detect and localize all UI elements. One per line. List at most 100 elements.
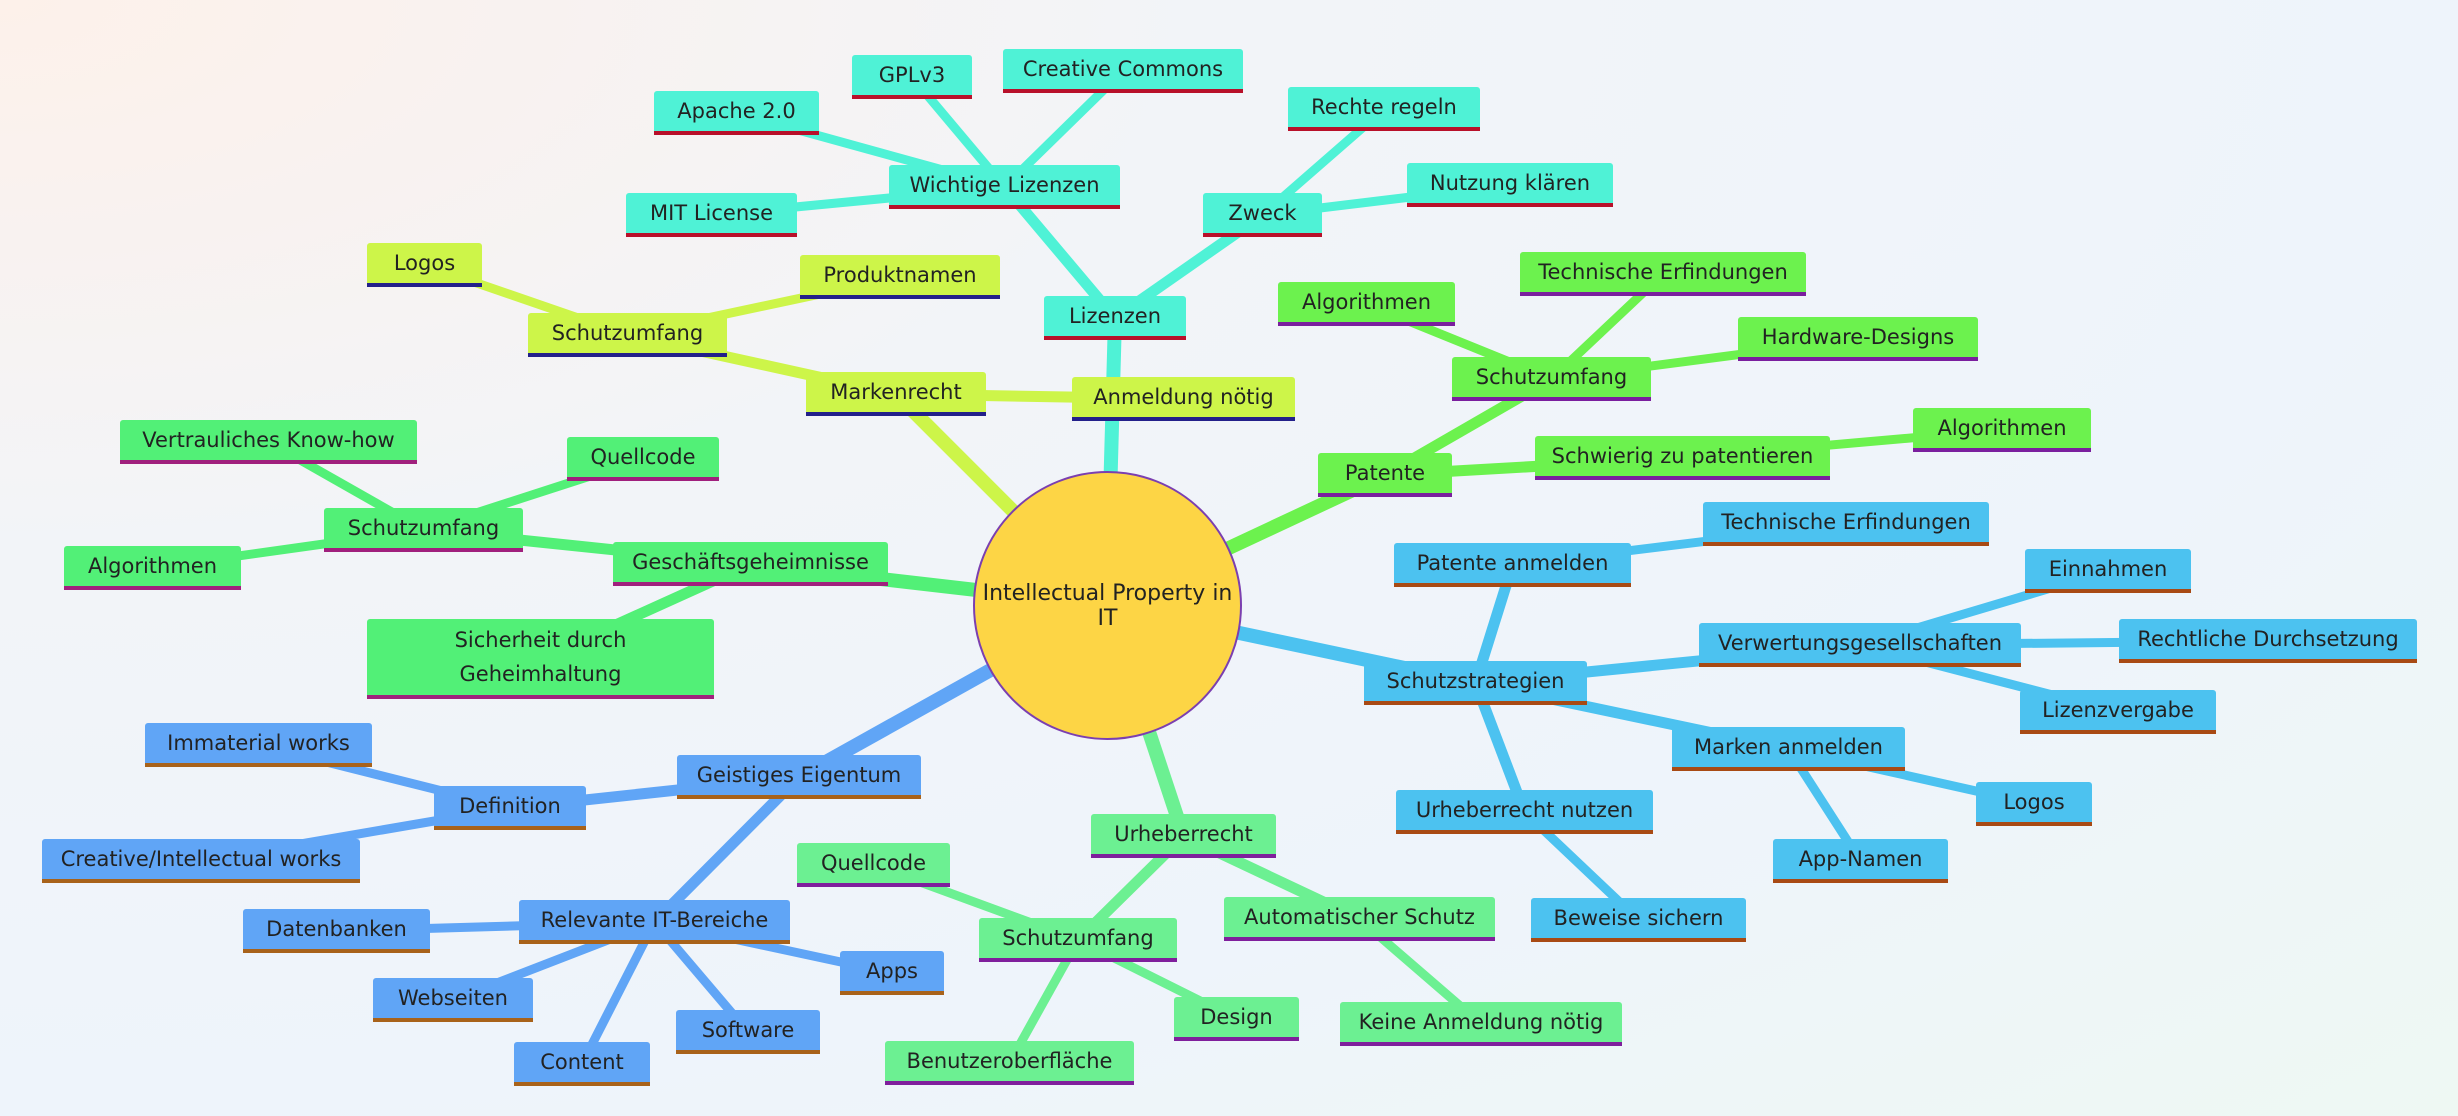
- node-label: Design: [1200, 1005, 1273, 1029]
- node-label: Creative/Intellectual works: [60, 847, 342, 871]
- node-design[interactable]: Design: [1174, 997, 1299, 1041]
- node-label: Algorithmen: [1301, 290, 1432, 314]
- node-label: Schutzumfang: [551, 321, 704, 345]
- node-algorithmen-gesch[interactable]: Algorithmen: [64, 546, 241, 590]
- node-lizenzvergabe[interactable]: Lizenzvergabe: [2020, 690, 2216, 734]
- node-patente-anmelden[interactable]: Patente anmelden: [1394, 543, 1631, 587]
- node-label: MIT License: [650, 201, 773, 225]
- node-nutzung-klaeren[interactable]: Nutzung klären: [1407, 163, 1613, 207]
- node-label: App-Namen: [1798, 847, 1923, 871]
- node-urh-schutzumfang[interactable]: Schutzumfang: [979, 918, 1177, 962]
- node-keine-anmeldung[interactable]: Keine Anmeldung nötig: [1340, 1002, 1622, 1046]
- node-app-namen[interactable]: App-Namen: [1773, 839, 1948, 883]
- node-label: Algorithmen: [87, 554, 218, 578]
- node-label: Marken anmelden: [1694, 735, 1883, 759]
- node-label: Immaterial works: [167, 731, 350, 755]
- node-logos-marken[interactable]: Logos: [367, 243, 482, 287]
- node-wichtige-lizenzen[interactable]: Wichtige Lizenzen: [889, 165, 1120, 209]
- node-patente[interactable]: Patente: [1318, 453, 1452, 497]
- node-lizenzen[interactable]: Lizenzen: [1044, 296, 1186, 340]
- node-geschaeftsgeheimnisse[interactable]: Geschäftsgeheimnisse: [613, 542, 888, 586]
- node-webseiten[interactable]: Webseiten: [373, 978, 533, 1022]
- node-creative-commons[interactable]: Creative Commons: [1003, 49, 1243, 93]
- node-quellcode-urh[interactable]: Quellcode: [797, 843, 950, 887]
- node-label: Geistiges Eigentum: [696, 763, 902, 787]
- node-label: Lizenzen: [1068, 304, 1162, 328]
- node-label: Urheberrecht: [1114, 822, 1253, 846]
- node-sicherheit[interactable]: Sicherheit durch Geheimhaltung: [367, 619, 714, 699]
- root-node[interactable]: Intellectual Property in IT: [973, 471, 1242, 740]
- node-apps[interactable]: Apps: [840, 951, 944, 995]
- node-label: Patente anmelden: [1416, 551, 1609, 575]
- node-rechte-regeln[interactable]: Rechte regeln: [1288, 87, 1480, 131]
- node-creative-intellectual[interactable]: Creative/Intellectual works: [42, 839, 360, 883]
- node-verwertung[interactable]: Verwertungsgesellschaften: [1699, 623, 2021, 667]
- node-immaterial[interactable]: Immaterial works: [145, 723, 372, 767]
- node-anmeldung-noetig[interactable]: Anmeldung nötig: [1072, 377, 1295, 421]
- node-algorithmen-patente[interactable]: Algorithmen: [1278, 282, 1455, 326]
- node-markenrecht[interactable]: Markenrecht: [806, 372, 986, 416]
- node-einnahmen[interactable]: Einnahmen: [2025, 549, 2191, 593]
- node-software[interactable]: Software: [676, 1010, 820, 1054]
- node-label: Technische Erfindungen: [1538, 260, 1788, 284]
- node-label: Wichtige Lizenzen: [909, 173, 1100, 197]
- node-geistiges-eigentum[interactable]: Geistiges Eigentum: [677, 755, 921, 799]
- node-label: Apache 2.0: [677, 99, 796, 123]
- node-patente-schutzumfang[interactable]: Schutzumfang: [1452, 357, 1651, 401]
- node-label: Einnahmen: [2048, 557, 2168, 581]
- node-hardware-designs[interactable]: Hardware-Designs: [1738, 317, 1978, 361]
- node-label: Markenrecht: [830, 380, 962, 404]
- node-label: Relevante IT-Bereiche: [540, 908, 769, 932]
- node-label: Rechte regeln: [1311, 95, 1457, 119]
- node-label: GPLv3: [878, 63, 946, 87]
- node-label: Vertrauliches Know-how: [142, 428, 395, 452]
- node-label: Software: [701, 1018, 795, 1042]
- node-label: Content: [540, 1050, 624, 1074]
- node-urheberrecht[interactable]: Urheberrecht: [1091, 814, 1276, 858]
- node-label: Algorithmen: [1937, 416, 2067, 440]
- node-produktnamen[interactable]: Produktnamen: [800, 255, 1000, 299]
- connector-content: [577, 919, 659, 1067]
- node-urheberrecht-nutzen[interactable]: Urheberrecht nutzen: [1396, 790, 1653, 834]
- node-datenbanken[interactable]: Datenbanken: [243, 909, 430, 953]
- node-label: Webseiten: [398, 986, 508, 1010]
- node-quellcode-gesch[interactable]: Quellcode: [567, 437, 719, 481]
- node-definition[interactable]: Definition: [434, 786, 586, 830]
- node-schutzstrategien[interactable]: Schutzstrategien: [1364, 661, 1587, 705]
- node-marken-schutzumfang[interactable]: Schutzumfang: [528, 313, 727, 357]
- node-label: Schutzumfang: [1475, 365, 1628, 389]
- node-relevante[interactable]: Relevante IT-Bereiche: [519, 900, 790, 944]
- node-zweck[interactable]: Zweck: [1203, 193, 1322, 237]
- node-label: Schutzumfang: [1002, 926, 1154, 950]
- node-logos-ss[interactable]: Logos: [1976, 782, 2092, 826]
- node-label: Schutzstrategien: [1386, 669, 1565, 693]
- node-label: Anmeldung nötig: [1093, 385, 1274, 409]
- node-gesch-schutzumfang[interactable]: Schutzumfang: [324, 508, 523, 552]
- connector-relevante: [650, 773, 803, 926]
- node-technische-erfindungen-ss[interactable]: Technische Erfindungen: [1703, 502, 1989, 546]
- node-label: Produktnamen: [823, 263, 977, 287]
- node-label: Schwierig zu patentieren: [1551, 444, 1814, 468]
- node-label: Definition: [459, 794, 561, 818]
- node-schwierig[interactable]: Schwierig zu patentieren: [1535, 436, 1830, 480]
- node-apache[interactable]: Apache 2.0: [654, 91, 819, 135]
- node-label: Datenbanken: [266, 917, 407, 941]
- node-gplv3[interactable]: GPLv3: [852, 55, 972, 99]
- node-content[interactable]: Content: [514, 1042, 650, 1086]
- node-mit[interactable]: MIT License: [626, 193, 797, 237]
- node-label: Technische Erfindungen: [1721, 510, 1971, 534]
- node-benutzeroberflaeche[interactable]: Benutzeroberfläche: [885, 1041, 1134, 1085]
- node-rechtliche[interactable]: Rechtliche Durchsetzung: [2119, 619, 2417, 663]
- node-label: Beweise sichern: [1553, 906, 1724, 930]
- node-label: Logos: [393, 251, 456, 275]
- node-label: Logos: [2003, 790, 2065, 814]
- node-label: Patente: [1344, 461, 1426, 485]
- node-label: Lizenzvergabe: [2042, 698, 2194, 722]
- node-technische-erfindungen-pat[interactable]: Technische Erfindungen: [1520, 252, 1806, 296]
- node-marken-anmelden[interactable]: Marken anmelden: [1672, 727, 1905, 771]
- node-automatischer[interactable]: Automatischer Schutz: [1224, 897, 1495, 941]
- node-algorithmen-schwierig[interactable]: Algorithmen: [1913, 408, 2091, 452]
- node-beweise[interactable]: Beweise sichern: [1531, 898, 1746, 942]
- node-label: Sicherheit durch Geheimhaltung: [454, 628, 627, 686]
- node-vertrauliches[interactable]: Vertrauliches Know-how: [120, 420, 417, 464]
